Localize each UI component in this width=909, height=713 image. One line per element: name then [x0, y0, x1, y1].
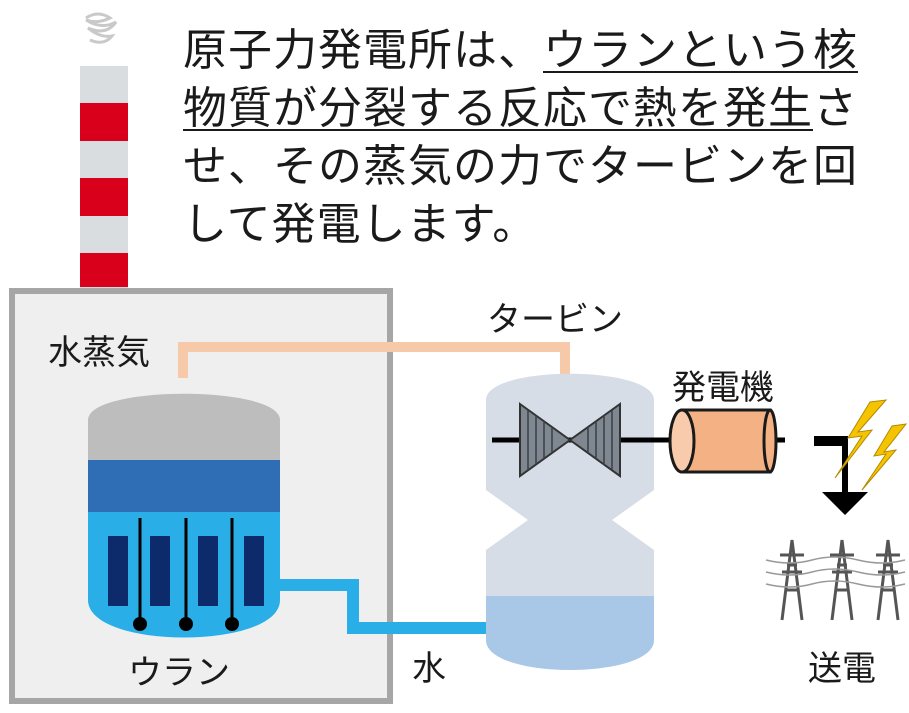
label-steam: 水蒸気 [48, 333, 150, 373]
transmission-arrow [814, 436, 868, 515]
steam-pipe [178, 342, 570, 378]
reactor-band [88, 460, 280, 512]
generator-end [668, 408, 696, 474]
reactor-dome [88, 393, 280, 460]
water-pipe [272, 579, 492, 634]
explanation-text: 原子力発電所は、ウランという核物質が分裂する反応で熱を発生させ、その蒸気の力でタ… [183, 22, 883, 254]
power-line [765, 580, 906, 588]
power-tower-icon [780, 539, 804, 621]
label-generator: 発電機 [672, 368, 774, 408]
control-rod-tip [133, 617, 147, 631]
lightning-icon [834, 399, 888, 479]
label-turbine: タービン [487, 300, 623, 340]
turbine-unit [486, 373, 785, 670]
fuel-rod [108, 536, 128, 606]
reactor-vessel [88, 393, 280, 638]
caption-underlined: ウランという核物質が分裂する反応で熱を発生 [183, 25, 858, 134]
power-tower-icon [876, 539, 900, 621]
fuel-rod [198, 536, 218, 606]
lightning-icons [834, 399, 908, 491]
power-towers [765, 539, 906, 621]
lightning-icon [861, 423, 908, 491]
control-rod-tip [225, 617, 239, 631]
turbine-blade-right [568, 402, 621, 478]
power-line [765, 556, 906, 564]
smoke-icon [85, 12, 118, 44]
condenser-water [486, 596, 654, 670]
stack-stripe [80, 103, 128, 141]
caption-part-1: 原子力発電所は、 [183, 25, 543, 76]
fuel-rod [150, 536, 170, 606]
stack-stripe [80, 253, 128, 287]
label-water: 水 [412, 649, 446, 689]
fuel-rod [244, 536, 264, 606]
power-line [765, 568, 906, 576]
label-uranium: ウラン [128, 653, 230, 693]
stack-stripe [80, 178, 128, 216]
generator-end [762, 408, 778, 474]
smokestack [80, 12, 128, 292]
turbine-blade-left [519, 402, 572, 478]
caption-part-3: させ、その蒸気の力でタービンを回して発電します。 [183, 83, 858, 250]
label-transmission: 送電 [808, 649, 876, 689]
arrow-down-icon [814, 436, 868, 515]
power-tower-icon [830, 539, 854, 621]
control-rod-tip [179, 617, 193, 631]
generator [668, 408, 778, 474]
